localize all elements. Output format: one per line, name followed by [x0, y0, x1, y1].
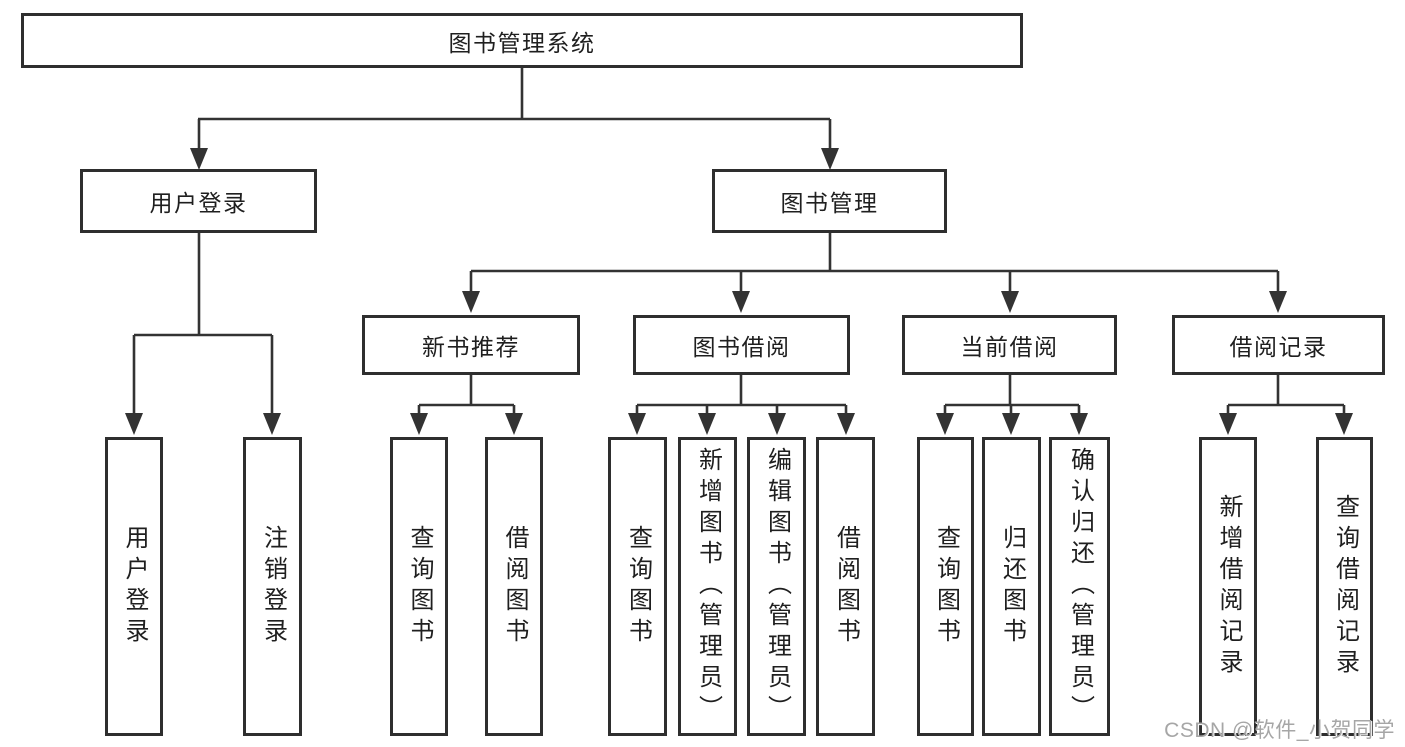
- node-new-book-recommendation: 新书推荐: [362, 315, 580, 375]
- node-user-login-label: 用户登录: [149, 190, 248, 216]
- node-book-management-label: 图书管理: [780, 190, 879, 216]
- node-borrow-books-borrowing: 借阅图书: [816, 437, 875, 736]
- node-add-book-admin-label: 新增图书（管理员）: [694, 447, 722, 726]
- node-query-books-current: 查询图书: [917, 437, 974, 736]
- node-borrow-books-borrowing-label: 借阅图书: [832, 524, 860, 649]
- csdn-watermark: CSDN @软件_小贺同学: [1164, 719, 1395, 742]
- node-query-books-recommend-label: 查询图书: [406, 524, 433, 649]
- node-current-borrowing-label: 当前借阅: [960, 334, 1059, 360]
- node-return-books: 归还图书: [982, 437, 1041, 736]
- node-logout-action-label: 注销登录: [259, 524, 287, 649]
- node-edit-book-admin-label: 编辑图书（管理员）: [763, 447, 791, 726]
- node-borrowing-records: 借阅记录: [1172, 315, 1385, 375]
- node-query-books-borrowing-label: 查询图书: [624, 524, 652, 649]
- node-current-borrowing: 当前借阅: [902, 315, 1117, 375]
- node-query-borrow-record: 查询借阅记录: [1316, 437, 1373, 736]
- node-query-borrow-record-label: 查询借阅记录: [1331, 493, 1359, 680]
- node-add-book-admin: 新增图书（管理员）: [678, 437, 737, 736]
- node-user-login-action: 用户登录: [105, 437, 163, 736]
- node-add-borrow-record-label: 新增借阅记录: [1215, 493, 1242, 680]
- node-borrow-books-recommend-label: 借阅图书: [501, 524, 528, 649]
- node-system-label: 图书管理系统: [448, 29, 596, 56]
- node-return-books-label: 归还图书: [998, 524, 1026, 649]
- node-book-borrowing-label: 图书借阅: [692, 334, 791, 360]
- node-confirm-return-admin-label: 确认归还（管理员）: [1066, 447, 1094, 726]
- node-new-book-recommendation-label: 新书推荐: [422, 334, 520, 360]
- node-query-books-recommend: 查询图书: [390, 437, 448, 736]
- node-confirm-return-admin: 确认归还（管理员）: [1049, 437, 1110, 736]
- node-book-borrowing: 图书借阅: [633, 315, 850, 375]
- node-borrowing-records-label: 借阅记录: [1229, 334, 1328, 360]
- node-logout-action: 注销登录: [243, 437, 302, 736]
- node-borrow-books-recommend: 借阅图书: [485, 437, 543, 736]
- node-query-books-borrowing: 查询图书: [608, 437, 667, 736]
- node-query-books-current-label: 查询图书: [932, 524, 960, 649]
- node-user-login: 用户登录: [80, 169, 317, 233]
- node-system: 图书管理系统: [21, 13, 1023, 68]
- node-user-login-action-label: 用户登录: [121, 524, 148, 649]
- node-book-management: 图书管理: [712, 169, 947, 233]
- node-edit-book-admin: 编辑图书（管理员）: [747, 437, 806, 736]
- node-add-borrow-record: 新增借阅记录: [1199, 437, 1257, 736]
